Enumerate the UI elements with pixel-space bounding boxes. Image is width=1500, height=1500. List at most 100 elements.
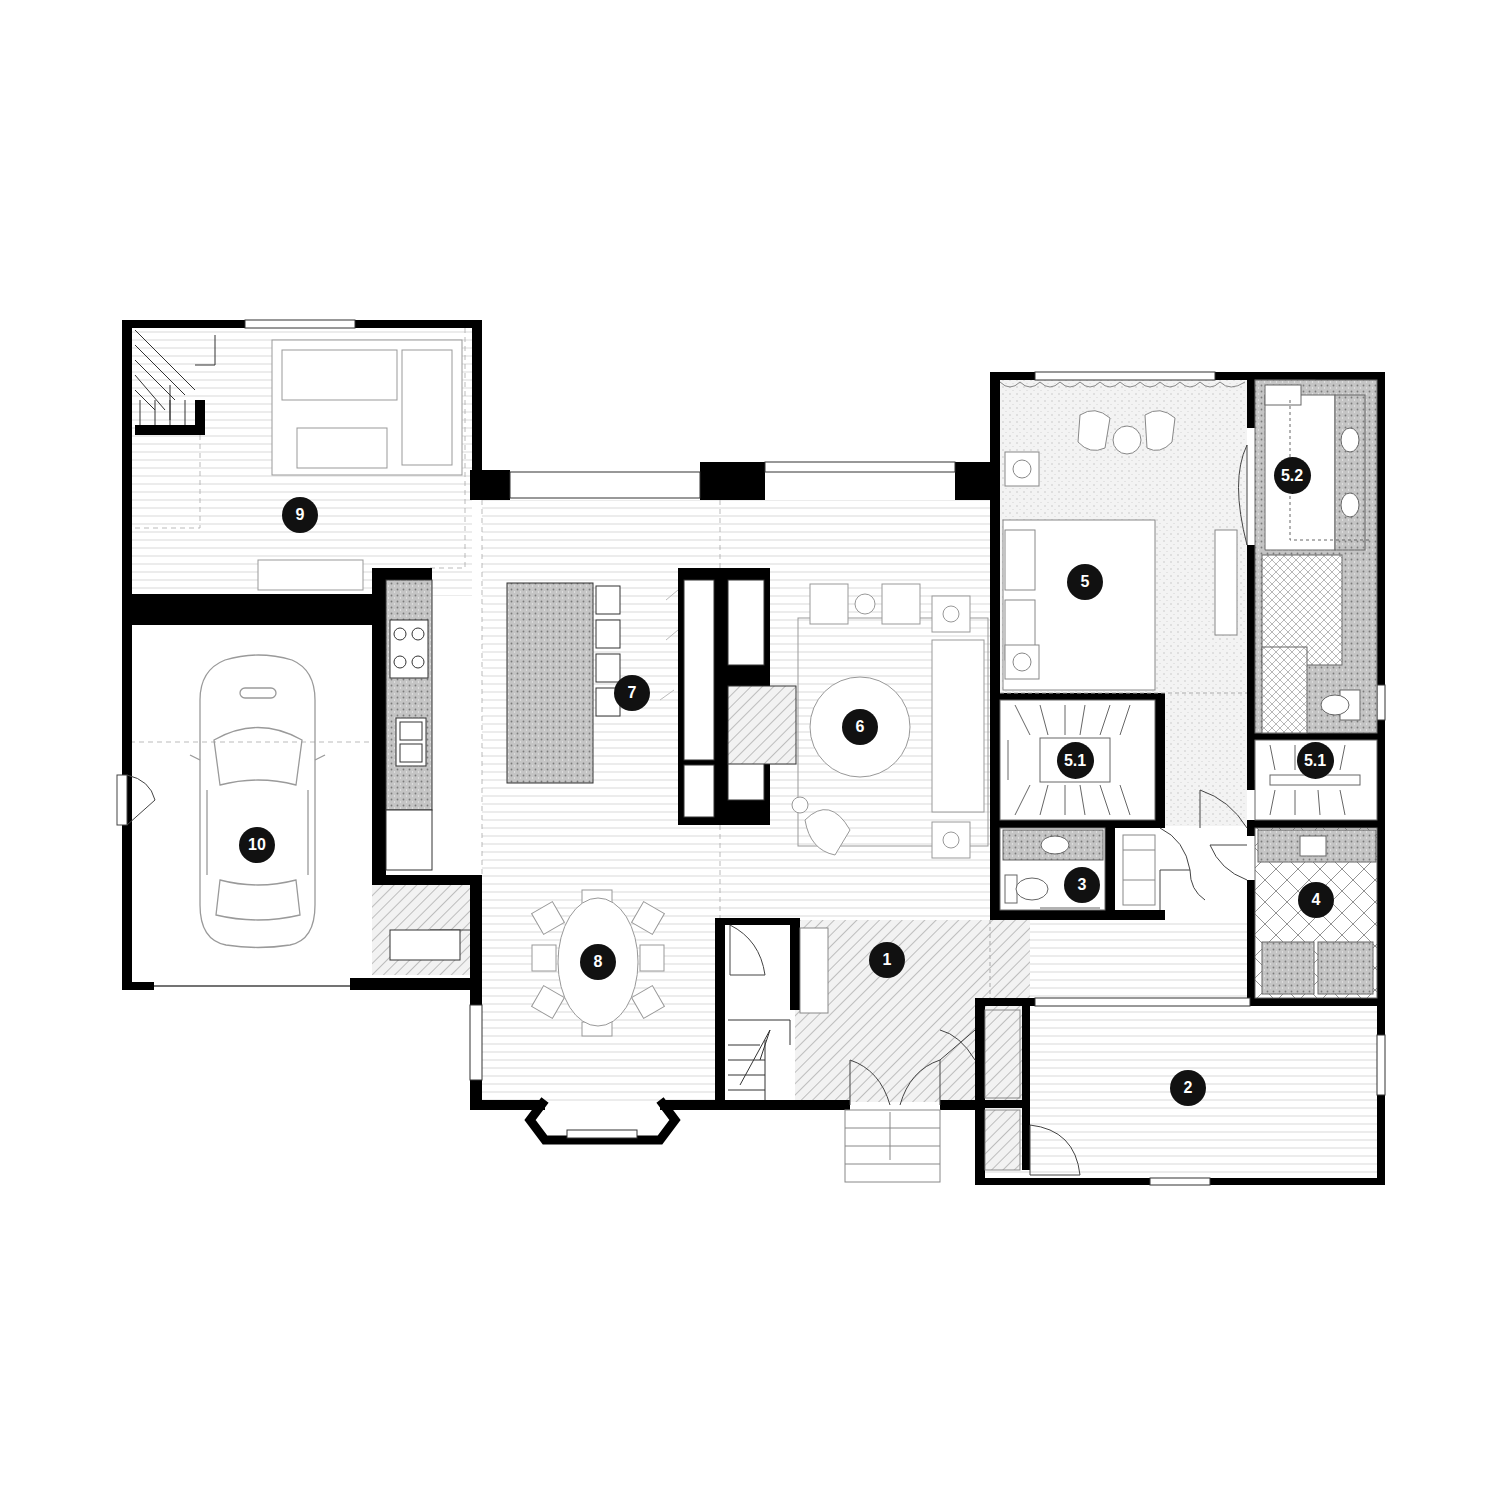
floor-finish xyxy=(130,625,372,982)
window xyxy=(245,320,1385,1185)
closet xyxy=(1000,700,1155,820)
wall xyxy=(715,920,725,1110)
wall xyxy=(1210,1178,1385,1185)
kitchen-counter xyxy=(596,586,620,614)
kitchen-counter xyxy=(386,580,432,810)
fireplace xyxy=(684,765,714,817)
bedroom-furniture xyxy=(1005,645,1039,679)
entry-bench xyxy=(1123,835,1155,905)
threshold-line xyxy=(1000,693,1247,694)
stair xyxy=(728,1020,790,1100)
window xyxy=(245,320,355,328)
bathroom-fixture xyxy=(1255,380,1377,733)
kitchen-counter xyxy=(390,620,428,678)
fireplace xyxy=(684,580,714,760)
wall xyxy=(135,425,205,435)
family-room-furniture xyxy=(282,350,397,400)
wall xyxy=(985,1100,1030,1108)
dining-table xyxy=(558,898,638,1026)
kitchen-counter xyxy=(396,718,426,766)
wall xyxy=(715,918,800,925)
door xyxy=(1190,870,1205,900)
wall xyxy=(122,320,245,328)
door xyxy=(940,1030,975,1060)
wall xyxy=(700,462,765,500)
wall xyxy=(122,320,132,990)
door xyxy=(117,775,127,825)
window xyxy=(765,462,955,472)
car xyxy=(206,790,207,875)
window xyxy=(567,1130,637,1138)
wall xyxy=(990,372,1385,380)
laundry-fixture xyxy=(1258,830,1376,862)
kitchen-counter xyxy=(394,628,406,640)
fireplace xyxy=(728,686,796,764)
door xyxy=(154,985,350,987)
bedroom-furniture xyxy=(1113,426,1141,454)
door xyxy=(1200,790,1247,828)
door xyxy=(1210,845,1247,880)
family-room-furniture xyxy=(402,350,452,465)
powder-room-fixture xyxy=(1040,908,1100,909)
floor-finish xyxy=(795,920,1030,1102)
window xyxy=(1377,685,1385,720)
living-furniture xyxy=(932,640,984,812)
callout-number: 1 xyxy=(869,942,905,978)
fireplace xyxy=(660,590,678,700)
callout-number: 5.2 xyxy=(1274,457,1311,494)
wall xyxy=(350,978,482,990)
door xyxy=(1030,1125,1080,1175)
powder-room-fixture xyxy=(1016,878,1048,900)
callout-number: 3 xyxy=(1064,867,1100,903)
stair xyxy=(135,330,215,425)
entry-bench xyxy=(985,1010,1020,1098)
kitchen-counter xyxy=(400,744,422,762)
bedroom-furniture xyxy=(1000,382,1245,690)
callout-number: 7 xyxy=(614,675,650,711)
bedroom-furniture xyxy=(1215,530,1237,635)
callout-number: 9 xyxy=(282,497,318,533)
entry-bench xyxy=(800,928,828,1013)
car xyxy=(190,755,200,760)
floor-finish xyxy=(985,1006,1377,1178)
wall xyxy=(955,462,990,500)
wall xyxy=(1105,828,1115,918)
wall xyxy=(372,568,432,580)
car xyxy=(240,688,276,698)
powder-room-fixture xyxy=(1005,875,1017,903)
floor-finish xyxy=(1165,693,1247,826)
living-furniture xyxy=(932,596,970,632)
bedroom-furniture xyxy=(1005,530,1035,590)
wall xyxy=(1000,693,1165,700)
wall xyxy=(122,982,154,990)
window xyxy=(510,472,700,498)
callout-number: 10 xyxy=(239,827,275,863)
kitchen-counter xyxy=(596,654,620,682)
stair xyxy=(170,385,171,420)
stair xyxy=(135,330,790,1100)
living-furniture xyxy=(943,606,959,622)
wall xyxy=(1247,545,1255,740)
callout-number: 2 xyxy=(1170,1070,1206,1106)
wall xyxy=(1022,1108,1030,1170)
powder-room-fixture xyxy=(1041,836,1069,854)
laundry-fixture xyxy=(1262,942,1314,994)
window xyxy=(1377,1035,1385,1095)
threshold-line xyxy=(990,693,1247,998)
callout-number: 5.1 xyxy=(1297,742,1334,779)
wall xyxy=(1247,380,1255,428)
wall xyxy=(1247,733,1377,740)
wall xyxy=(1250,998,1385,1006)
dining-table xyxy=(532,902,565,935)
callout-number: 8 xyxy=(580,944,616,980)
bedroom-furniture xyxy=(1013,653,1031,671)
wall xyxy=(122,594,372,625)
living-furniture xyxy=(810,677,910,777)
kitchen-counter xyxy=(507,583,593,783)
kitchen-counter xyxy=(412,628,424,640)
bathroom-fixture xyxy=(1341,493,1359,517)
entry-bench xyxy=(1123,850,1155,880)
laundry-fixture xyxy=(1318,942,1373,994)
